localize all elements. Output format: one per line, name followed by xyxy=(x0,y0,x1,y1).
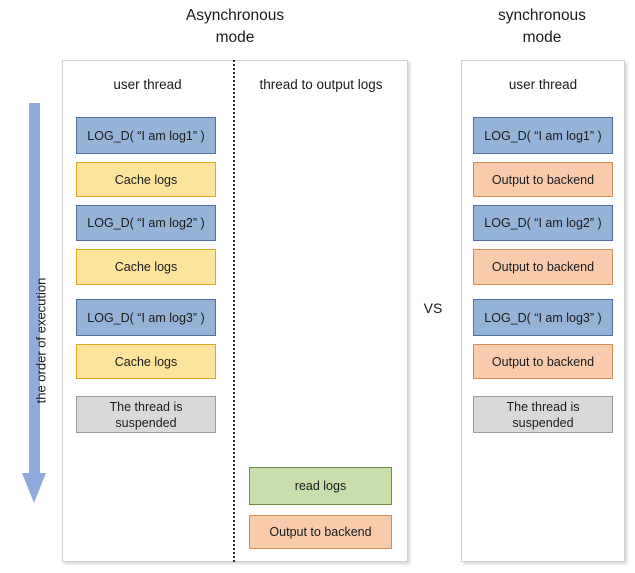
sync-user-step-2: LOG_D( “I am log2” ) xyxy=(473,205,613,241)
async-user-step-5: Cache logs xyxy=(76,344,216,379)
async-logger-step-0: read logs xyxy=(249,467,392,505)
async-user-step-3: Cache logs xyxy=(76,249,216,285)
async-logger-step-1: Output to backend xyxy=(249,515,392,549)
async-mode-title: Asynchronous mode xyxy=(185,7,285,46)
async-user-step-4: LOG_D( “I am log3” ) xyxy=(76,299,216,336)
async-user-step-2: LOG_D( “I am log2” ) xyxy=(76,205,216,241)
sync-user-step-0: LOG_D( “I am log1” ) xyxy=(473,117,613,154)
sync-user-step-5: Output to backend xyxy=(473,344,613,379)
order-of-execution-label: the order of execution xyxy=(33,277,49,404)
async-user-step-0: LOG_D( “I am log1” ) xyxy=(76,117,216,154)
thread-divider-line xyxy=(233,60,235,562)
arrow-head-icon xyxy=(22,473,46,503)
vs-label: VS xyxy=(423,300,443,316)
sync-user-step-4: LOG_D( “I am log3” ) xyxy=(473,299,613,336)
async-logger-thread-header: thread to output logs xyxy=(259,77,383,92)
sync-user-step-6: The thread is suspended xyxy=(473,396,613,433)
sync-user-step-1: Output to backend xyxy=(473,162,613,197)
async-user-step-6: The thread is suspended xyxy=(76,396,216,433)
async-user-step-1: Cache logs xyxy=(76,162,216,197)
sync-user-step-3: Output to backend xyxy=(473,249,613,285)
arrow-shaft-icon xyxy=(29,103,40,475)
sync-mode-title: synchronous mode xyxy=(498,7,586,46)
async-user-thread-header: user thread xyxy=(113,77,182,92)
order-of-execution-arrow: the order of execution xyxy=(22,103,49,503)
sync-user-thread-header: user thread xyxy=(508,77,578,92)
